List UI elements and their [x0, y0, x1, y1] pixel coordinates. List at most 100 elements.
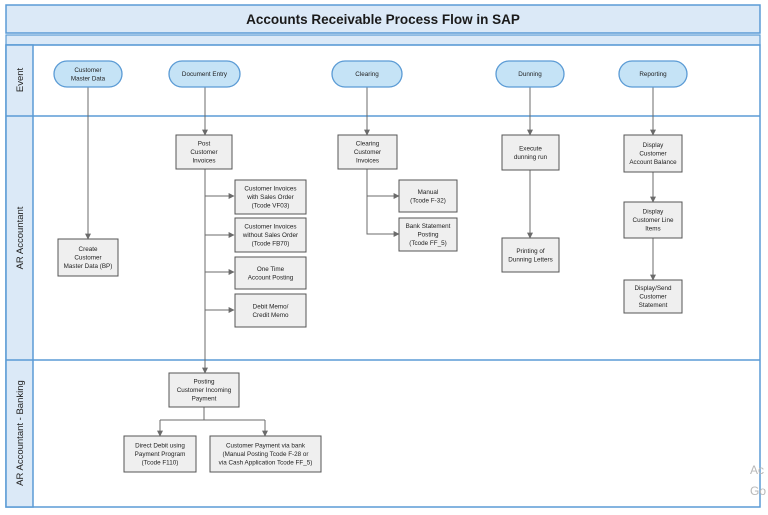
watermark-line-2: Go	[750, 484, 766, 498]
node-text-posting-incoming: Payment	[192, 396, 217, 403]
node-shape-debit-credit	[234, 293, 307, 328]
node-text-direct-debit: (Tcode F110)	[142, 460, 179, 467]
node-payment-via-bank: Customer Payment via bank(Manual Posting…	[209, 435, 322, 473]
node-text-one-time: One Time	[257, 266, 285, 273]
node-text-ev-dunning: Dunning	[518, 71, 542, 78]
lane-label-column	[5, 44, 34, 508]
node-text-inv-sales-order: Customer Invoices	[244, 186, 296, 193]
node-text-exec-dunning: dunning run	[514, 154, 548, 161]
node-text-debit-credit: Debit Memo/	[253, 303, 289, 310]
connectors	[85, 87, 656, 437]
node-text-ev-master: Customer	[74, 67, 101, 74]
node-text-direct-debit: Payment Program	[135, 451, 186, 458]
node-shape-ev-reporting	[618, 60, 688, 88]
node-text-display-line-items: Items	[645, 226, 660, 233]
node-text-clearing-invoices: Invoices	[356, 158, 379, 165]
node-shape-ev-dunning	[495, 60, 565, 88]
node-text-manual: Manual	[418, 189, 439, 196]
title-bar	[5, 4, 761, 34]
node-debit-credit: Debit Memo/Credit Memo	[234, 293, 307, 328]
node-text-debit-credit: Credit Memo	[252, 312, 289, 319]
node-shape-display-balance	[623, 134, 683, 173]
node-text-payment-via-bank: (Manual Posting Tcode F-28 or	[223, 451, 309, 458]
node-text-display-line-items: Customer Line	[633, 217, 674, 224]
node-text-clearing-invoices: Customer	[354, 149, 381, 156]
node-text-posting-incoming: Posting	[193, 379, 215, 386]
node-text-direct-debit: Direct Debit using	[135, 443, 185, 450]
node-text-create-master: Create	[79, 246, 98, 253]
node-text-one-time: Account Posting	[248, 274, 294, 281]
node-ev-dunning: Dunning	[495, 60, 565, 88]
node-text-print-dunning: Printing of	[516, 248, 545, 255]
node-text-posting-incoming: Customer Incoming	[177, 387, 232, 394]
node-text-send-statement: Display/Send	[634, 285, 672, 292]
node-text-send-statement: Statement	[639, 302, 668, 309]
node-text-exec-dunning: Execute	[519, 145, 542, 152]
node-text-inv-no-sales-order: without Sales Order	[242, 232, 298, 239]
node-shape-inv-sales-order	[234, 179, 307, 215]
node-text-post-invoices: Post	[198, 141, 211, 148]
node-text-bank-statement: Posting	[417, 232, 439, 239]
node-text-create-master: Customer	[74, 255, 101, 262]
lane-label-ar-banking: AR Accountant - Banking	[15, 380, 26, 486]
node-text-display-line-items: Display	[643, 209, 664, 216]
header-band	[5, 34, 761, 46]
node-text-post-invoices: Customer	[190, 149, 217, 156]
node-text-create-master: Master Data (BP)	[64, 263, 113, 270]
node-text-ev-docentry: Document Entry	[182, 71, 228, 78]
node-ev-docentry: Document Entry	[168, 60, 241, 88]
node-text-ev-clearing: Clearing	[355, 71, 379, 78]
node-shape-clearing-invoices	[337, 134, 398, 170]
node-shape-inv-no-sales-order	[234, 217, 307, 253]
node-shape-ev-docentry	[168, 60, 241, 88]
node-text-inv-sales-order: with Sales Order	[246, 194, 294, 201]
node-shape-payment-via-bank	[209, 435, 322, 473]
node-text-ev-master: Master Data	[71, 75, 106, 82]
node-text-payment-via-bank: via Cash Application Tcode FF_5)	[219, 460, 313, 467]
node-text-manual: (Tcode F-32)	[410, 197, 446, 204]
node-shape-post-invoices	[175, 134, 233, 170]
node-shape-manual	[398, 179, 458, 213]
node-shape-posting-incoming	[168, 372, 240, 408]
node-text-display-balance: Customer	[639, 151, 666, 158]
watermark-line-1: Ac	[750, 463, 764, 477]
node-text-ev-reporting: Reporting	[639, 71, 667, 78]
node-manual: Manual(Tcode F-32)	[398, 179, 458, 213]
node-ev-reporting: Reporting	[618, 60, 688, 88]
node-text-clearing-invoices: Clearing	[356, 141, 380, 148]
lane-label-event: Event	[15, 67, 26, 92]
node-text-display-balance: Account Balance	[629, 159, 677, 166]
node-text-inv-sales-order: (Tcode VF03)	[252, 203, 290, 210]
lanes-frame	[5, 44, 761, 508]
node-shape-exec-dunning	[501, 134, 560, 171]
node-shape-create-master	[57, 238, 119, 277]
node-shape-ev-clearing	[331, 60, 403, 88]
lane-label-ar-accountant: AR Accountant	[15, 206, 26, 269]
node-text-bank-statement: (Tcode FF_5)	[409, 240, 446, 247]
diagram-title: Accounts Receivable Process Flow in SAP	[246, 12, 520, 27]
node-shape-print-dunning	[501, 237, 560, 273]
node-text-bank-statement: Bank Statement	[406, 223, 451, 230]
node-shape-direct-debit	[123, 435, 197, 473]
node-exec-dunning: Execute dunning run	[501, 134, 560, 171]
node-shape-send-statement	[623, 279, 683, 314]
node-text-print-dunning: Dunning Letters	[508, 256, 552, 263]
node-ev-clearing: Clearing	[331, 60, 403, 88]
connector-bank-statement	[366, 169, 400, 237]
node-text-inv-no-sales-order: (Tcode FB70)	[252, 241, 290, 248]
node-text-post-invoices: Invoices	[192, 158, 215, 165]
